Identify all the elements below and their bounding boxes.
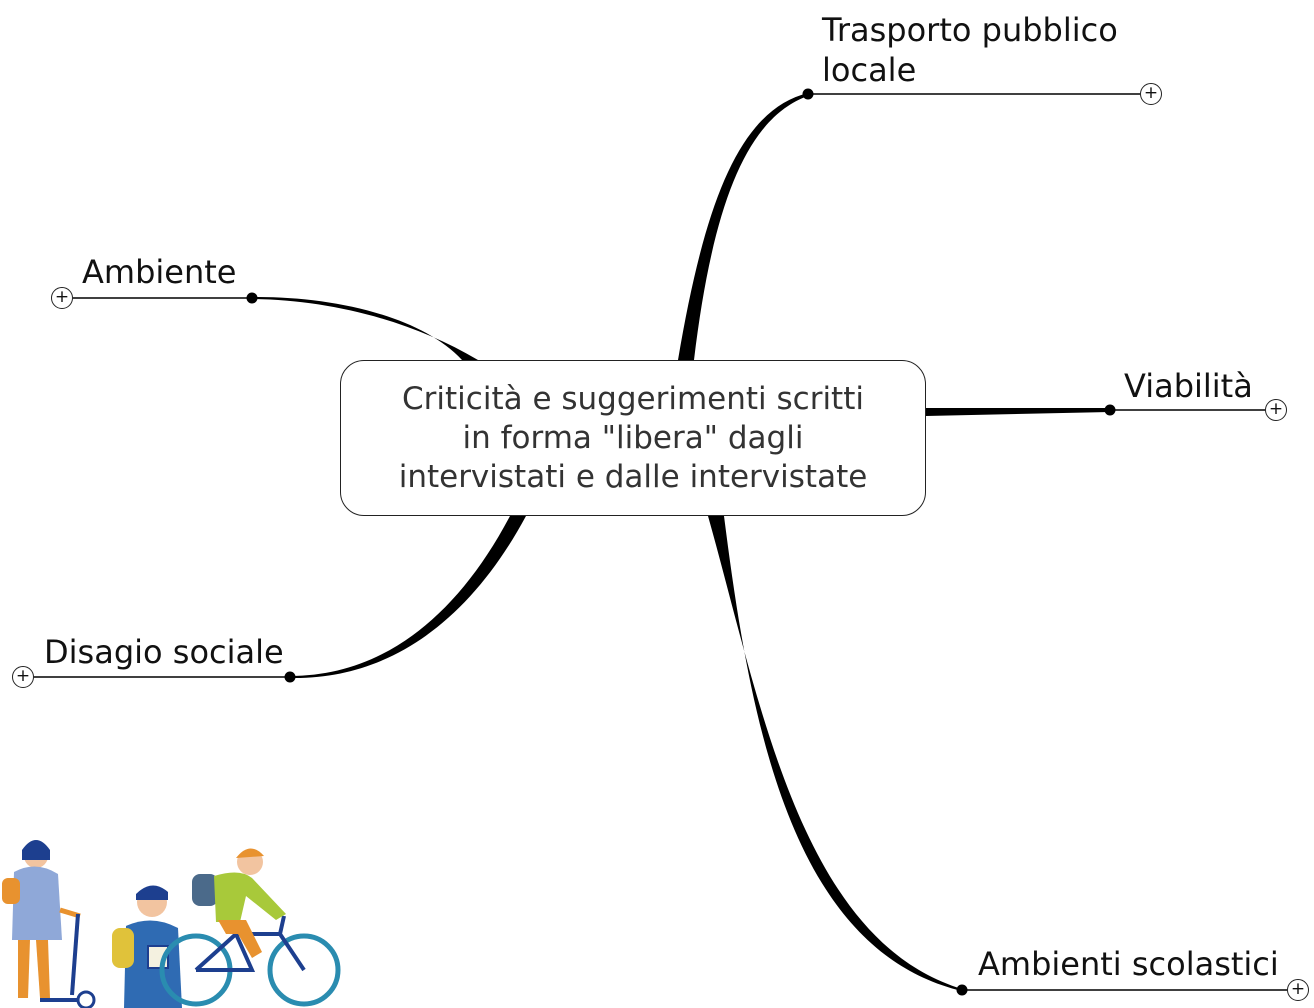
central-topic-node[interactable]: Criticità e suggerimenti scritti in form… xyxy=(340,360,926,516)
junction-dot-viabilita xyxy=(1104,404,1116,416)
expand-plus-icon[interactable]: + xyxy=(1140,83,1162,105)
expand-plus-icon[interactable]: + xyxy=(1265,399,1287,421)
branch-line-trasporto xyxy=(678,93,808,360)
expand-plus-icon[interactable]: + xyxy=(12,666,34,688)
central-topic-text: Criticità e suggerimenti scritti in form… xyxy=(398,380,868,495)
branch-label-ambiente[interactable]: Ambiente xyxy=(82,253,237,291)
branch-label-viabilita[interactable]: Viabilità xyxy=(1124,367,1253,405)
branch-label-scolastici[interactable]: Ambienti scolastici xyxy=(978,945,1279,983)
expand-plus-icon[interactable]: + xyxy=(1287,979,1309,1001)
people-mobility-illustration xyxy=(2,840,341,1008)
branch-label-disagio[interactable]: Disagio sociale xyxy=(44,633,284,671)
branch-line-scolastici xyxy=(708,516,962,991)
branch-line-viabilita xyxy=(926,408,1110,416)
scooter-person-figure xyxy=(2,840,96,1008)
junction-dot-trasporto xyxy=(802,88,814,100)
cyclist-figure xyxy=(159,848,341,1007)
branch-label-trasporto[interactable]: Trasporto pubblico locale xyxy=(822,11,1118,89)
expand-plus-icon[interactable]: + xyxy=(51,287,73,309)
branch-line-disagio xyxy=(290,516,526,679)
branch-line-ambiente xyxy=(252,296,478,360)
junction-dot-ambiente xyxy=(246,292,258,304)
junction-dot-scolastici xyxy=(956,984,968,996)
junction-dot-disagio xyxy=(284,671,296,683)
